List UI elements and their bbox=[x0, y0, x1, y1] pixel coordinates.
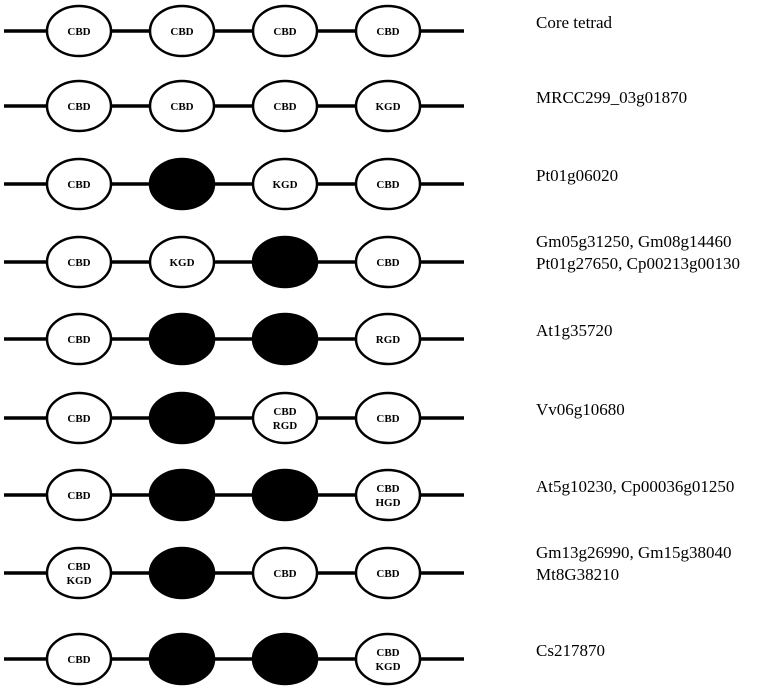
gene-id-label: MRCC299_03g01870 bbox=[536, 88, 688, 107]
domain-label: CBD bbox=[67, 257, 90, 269]
domain-oval bbox=[45, 79, 113, 133]
domain-label: KGD bbox=[375, 101, 400, 113]
domain-label: CBD bbox=[67, 490, 90, 502]
gene-id-label: Core tetrad bbox=[536, 13, 612, 32]
domain-row: CBD CBD CBD CBD bbox=[4, 4, 464, 58]
domain-label: KGD bbox=[272, 179, 297, 191]
domain-label: CBD bbox=[273, 26, 296, 38]
filled-domain-oval bbox=[251, 312, 319, 366]
domain-oval bbox=[251, 79, 319, 133]
filled-domain-oval bbox=[251, 632, 319, 686]
domain-label: KGD bbox=[66, 575, 91, 587]
filled-domain-oval bbox=[148, 546, 216, 600]
domain-label: CBD bbox=[170, 101, 193, 113]
filled-domain-oval bbox=[148, 632, 216, 686]
domain-label: CBD bbox=[273, 568, 296, 580]
filled-domain-oval bbox=[148, 157, 216, 211]
domain-label: CBD bbox=[67, 334, 90, 346]
domain-label: CBD bbox=[376, 568, 399, 580]
filled-domain-oval bbox=[251, 235, 319, 289]
domain-label: CBD bbox=[67, 561, 90, 573]
domain-oval bbox=[251, 157, 319, 211]
domain-row: CBD KGD CBD bbox=[4, 235, 464, 289]
domain-oval bbox=[354, 632, 422, 686]
domain-oval bbox=[354, 312, 422, 366]
domain-row: CBD CBD HGD bbox=[4, 468, 464, 522]
domain-row: CBD KGD CBD CBD bbox=[4, 546, 464, 600]
gene-id-label: Cs217870 bbox=[536, 641, 605, 660]
domain-label: CBD bbox=[67, 654, 90, 666]
domain-label: CBD bbox=[67, 413, 90, 425]
domain-oval bbox=[354, 546, 422, 600]
filled-domain-oval bbox=[148, 391, 216, 445]
domain-label: CBD bbox=[376, 26, 399, 38]
domain-oval bbox=[354, 79, 422, 133]
domain-oval bbox=[354, 4, 422, 58]
gene-id-label: Pt01g27650, Cp00213g00130 bbox=[536, 254, 741, 273]
domain-oval bbox=[354, 468, 422, 522]
domain-label: CBD bbox=[376, 483, 399, 495]
domain-oval bbox=[45, 632, 113, 686]
domain-oval bbox=[45, 312, 113, 366]
domain-label: CBD bbox=[273, 406, 296, 418]
domain-oval bbox=[251, 546, 319, 600]
domain-label: RGD bbox=[273, 420, 298, 432]
filled-domain-oval bbox=[251, 468, 319, 522]
domain-oval bbox=[45, 391, 113, 445]
domain-oval bbox=[148, 4, 216, 58]
gene-id-label: Vv06g10680 bbox=[536, 400, 625, 419]
domain-row: CBD CBD RGD CBD bbox=[4, 391, 464, 445]
domain-label: KGD bbox=[169, 257, 194, 269]
domain-label: CBD bbox=[376, 413, 399, 425]
domain-row: CBD KGD CBD bbox=[4, 157, 464, 211]
domain-row: CBD RGD bbox=[4, 312, 464, 366]
domain-oval bbox=[45, 468, 113, 522]
domain-label: HGD bbox=[375, 497, 400, 509]
filled-domain-oval bbox=[148, 312, 216, 366]
gene-id-label: Gm05g31250, Gm08g14460 bbox=[536, 232, 732, 251]
domain-oval bbox=[148, 79, 216, 133]
domain-label: CBD bbox=[170, 26, 193, 38]
domain-label: CBD bbox=[376, 647, 399, 659]
domain-oval bbox=[354, 391, 422, 445]
domain-oval bbox=[148, 235, 216, 289]
domain-oval bbox=[354, 235, 422, 289]
domain-oval bbox=[45, 546, 113, 600]
gene-id-label: Pt01g06020 bbox=[536, 166, 619, 185]
gene-id-label: Mt8G38210 bbox=[536, 565, 620, 584]
domain-oval bbox=[45, 4, 113, 58]
domain-label: CBD bbox=[273, 101, 296, 113]
domain-oval bbox=[45, 157, 113, 211]
domain-oval bbox=[354, 157, 422, 211]
gene-id-label: At5g10230, Cp00036g01250 bbox=[536, 477, 735, 496]
domain-row: CBD CBD KGD bbox=[4, 632, 464, 686]
gene-id-label: At1g35720 bbox=[536, 321, 613, 340]
filled-domain-oval bbox=[148, 468, 216, 522]
domain-label: CBD bbox=[67, 101, 90, 113]
domain-oval bbox=[45, 235, 113, 289]
domain-oval bbox=[251, 4, 319, 58]
domain-oval bbox=[251, 391, 319, 445]
gene-id-label: Gm13g26990, Gm15g38040 bbox=[536, 543, 732, 562]
domain-label: CBD bbox=[67, 26, 90, 38]
domain-label: CBD bbox=[376, 257, 399, 269]
domain-label: KGD bbox=[375, 661, 400, 673]
domain-label: CBD bbox=[67, 179, 90, 191]
domain-row: CBD CBD CBD KGD bbox=[4, 79, 464, 133]
domain-label: CBD bbox=[376, 179, 399, 191]
domain-label: RGD bbox=[376, 334, 401, 346]
